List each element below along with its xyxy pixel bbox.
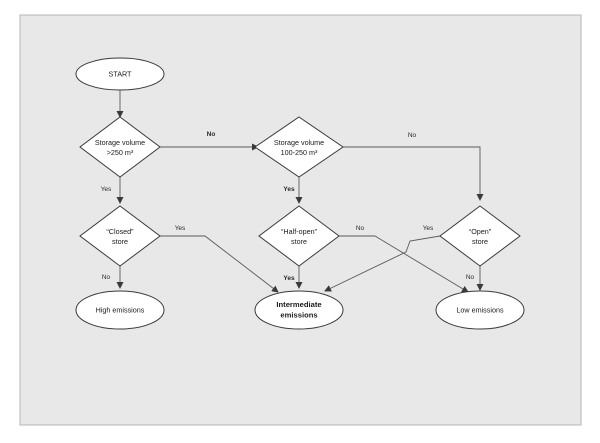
- outcome-terminal: [75, 290, 165, 330]
- edge-closed-yes: [160, 235, 279, 293]
- half-open-store-decision: “Half-open” store: [258, 205, 340, 267]
- decision-diamond: [439, 205, 521, 267]
- storage-volume-large-decision: Storage volume >250 m³: [79, 116, 161, 178]
- decision-label-line-2: >250 m³: [107, 148, 134, 157]
- decision-label-line-2: store: [291, 237, 307, 246]
- outcome-label-line-2: emissions: [280, 311, 317, 320]
- outcome-label-line-1: Intermediate: [276, 300, 321, 309]
- edge-open-yes: [324, 235, 441, 292]
- storage-volume-medium-decision: Storage volume 100-250 m³: [254, 116, 344, 178]
- edge-label-volume-medium-yes: Yes: [283, 186, 295, 193]
- decision-label-line-1: Storage volume: [274, 138, 324, 147]
- edge-label-closed-yes: Yes: [175, 225, 186, 232]
- decision-label-line-1: “Closed”: [106, 227, 134, 236]
- start-terminal: [75, 57, 165, 91]
- edge-label-volume-medium-no: No: [408, 132, 417, 139]
- edge-label-volume-large-yes: Yes: [101, 186, 112, 193]
- decision-diamond: [79, 205, 161, 267]
- decision-label-line-1: Storage volume: [95, 138, 145, 147]
- decision-diamond: [254, 116, 344, 178]
- decision-label-line-1: “Half-open”: [281, 227, 318, 236]
- decision-label-line-2: store: [112, 237, 128, 246]
- closed-store-decision: “Closed” store: [79, 205, 161, 267]
- low-emissions-outcome: Low emissions: [435, 290, 525, 330]
- start-node: START: [75, 57, 165, 91]
- high-emissions-outcome: High emissions: [75, 290, 165, 330]
- decision-label-line-2: 100-250 m³: [281, 148, 318, 157]
- edge-label-half-open-no: No: [356, 225, 365, 232]
- edge-labels: No Yes No Yes Yes No No Yes Yes No: [101, 131, 475, 282]
- edge-label-open-yes: Yes: [423, 225, 434, 232]
- edge-label-half-open-yes: Yes: [283, 275, 295, 282]
- outcome-terminal: [435, 290, 525, 330]
- decision-diamond: [79, 116, 161, 178]
- outcome-label: Low emissions: [456, 306, 504, 315]
- edge-label-volume-large-no: No: [207, 131, 216, 138]
- edge-label-open-no: No: [466, 274, 475, 281]
- start-label: START: [109, 70, 133, 79]
- edge-half-open-no: [339, 235, 469, 293]
- outcome-label: High emissions: [96, 306, 145, 315]
- edge-volume-medium-no: [343, 146, 484, 201]
- open-store-decision: “Open” store: [439, 205, 521, 267]
- decision-diamond: [258, 205, 340, 267]
- decision-label-line-2: store: [472, 237, 488, 246]
- decision-label-line-1: “Open”: [469, 227, 492, 236]
- intermediate-emissions-outcome: Intermediate emissions: [254, 290, 344, 330]
- edge-label-closed-no: No: [102, 274, 111, 281]
- outcome-terminal: [254, 290, 344, 330]
- edges: [116, 90, 484, 293]
